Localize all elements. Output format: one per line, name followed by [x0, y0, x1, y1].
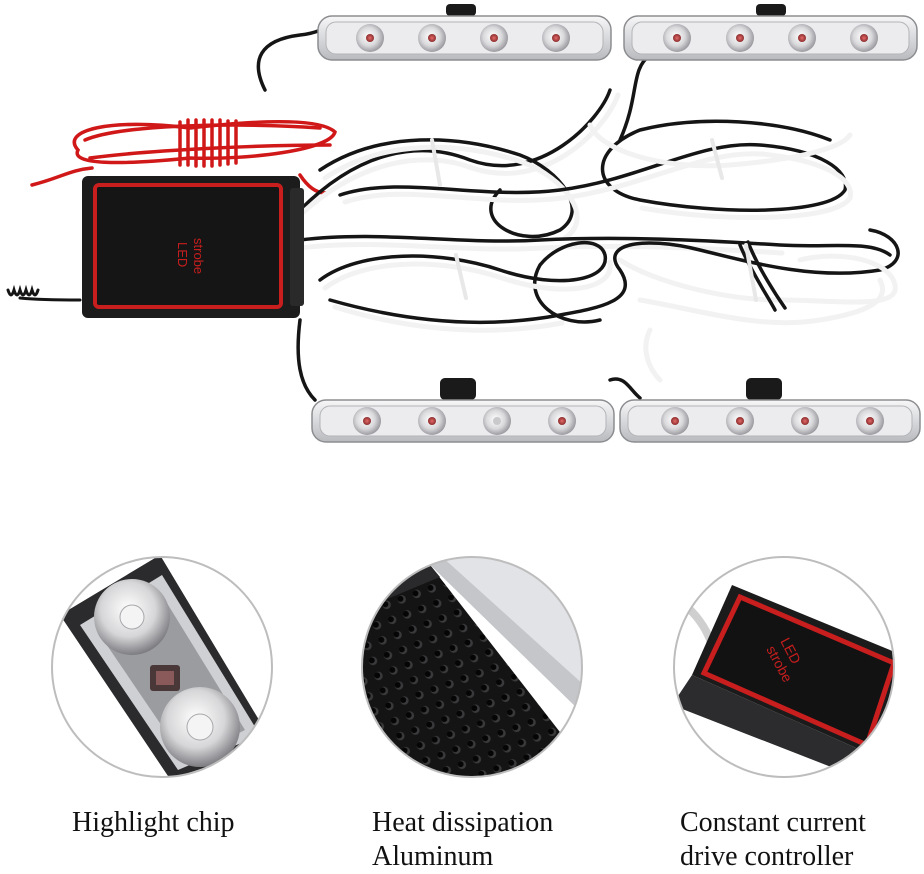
- detail-drive-controller: LED strobe: [672, 555, 896, 779]
- led-lens: [726, 407, 754, 435]
- detail-heat-dissipation: [360, 555, 584, 779]
- led-light-bar-top-right: [623, 4, 918, 61]
- caption-line: Highlight chip: [72, 807, 235, 838]
- controller-label-led: LED: [175, 242, 190, 267]
- strobe-controller: LED strobe: [82, 176, 304, 318]
- antenna-coil: [6, 284, 40, 297]
- led-lens: [726, 24, 754, 52]
- led-lens: [788, 24, 816, 52]
- led-lens: [353, 407, 381, 435]
- product-scene: LED strobe: [6, 4, 921, 443]
- led-lens: [856, 407, 884, 435]
- led-lens: [418, 407, 446, 435]
- led-lens: [661, 407, 689, 435]
- led-lens: [483, 407, 511, 435]
- zip-ties: [430, 138, 758, 302]
- led-lens: [850, 24, 878, 52]
- lower-wire-bundle: [296, 228, 900, 402]
- controller-label-strobe: strobe: [191, 238, 206, 274]
- caption-highlight-chip: Highlight chip: [72, 806, 235, 840]
- led-light-bar-bottom-right: [619, 378, 921, 443]
- caption-line: Constant current: [680, 807, 866, 838]
- led-lens: [480, 24, 508, 52]
- red-power-wire: [30, 118, 337, 195]
- caption-line: Aluminum: [372, 841, 494, 872]
- led-light-bar-top-left: [317, 4, 612, 61]
- caption-drive-controller: Constant current drive controller: [680, 806, 866, 874]
- led-lens: [418, 24, 446, 52]
- caption-heat-dissipation: Heat dissipation Aluminum: [372, 806, 553, 874]
- caption-line: drive controller: [680, 841, 854, 872]
- wire-harness: [6, 18, 900, 402]
- led-lens: [548, 407, 576, 435]
- caption-line: Heat dissipation: [372, 807, 554, 838]
- led-light-bar-bottom-left: [311, 378, 615, 443]
- detail-highlight-chip: [50, 555, 274, 779]
- led-lens: [542, 24, 570, 52]
- led-lens: [791, 407, 819, 435]
- led-lens: [356, 24, 384, 52]
- led-lens: [663, 24, 691, 52]
